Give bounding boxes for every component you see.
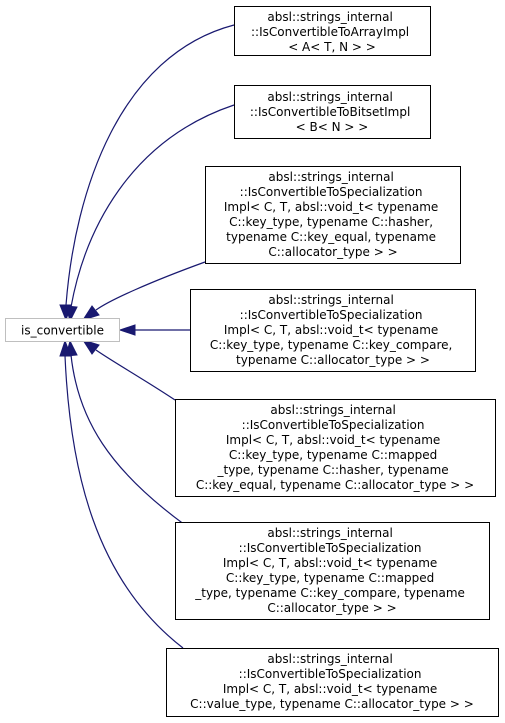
node-label-line: ::IsConvertibleToSpecialization xyxy=(239,667,422,681)
node-box xyxy=(5,318,120,342)
node-label-line: C::key_type, typename C::mapped xyxy=(229,448,437,462)
node-label-line: _type, typename C::hasher, typename xyxy=(217,463,449,477)
node-label-line: Impl< C, T, absl::void_t< typename xyxy=(223,682,437,696)
edge-bitset-impl xyxy=(70,104,235,308)
node-label-line: C::allocator_type > > xyxy=(268,245,397,259)
arrowhead-spec-hasher xyxy=(81,305,100,321)
arrowhead-spec-compare xyxy=(118,324,136,336)
arrowhead-spec-value xyxy=(59,339,72,357)
node-label: is_convertible xyxy=(21,324,104,338)
node-spec-mapped-hasher[interactable]: absl::strings_internal ::IsConvertibleTo… xyxy=(175,399,496,497)
inheritance-edges xyxy=(59,24,235,649)
edge-array-impl xyxy=(65,24,235,306)
edge-spec-mapped-compare xyxy=(70,354,186,526)
node-label-line: ::IsConvertibleToSpecialization xyxy=(240,185,423,199)
node-label: absl::strings_internal ::IsConvertibleTo… xyxy=(196,403,474,492)
node-label-line: _type, typename C::key_compare, typename xyxy=(194,586,465,600)
node-box xyxy=(205,166,461,264)
node-is-convertible-to-bitset-impl[interactable]: absl::strings_internal ::IsConvertibleTo… xyxy=(234,85,431,139)
node-label-line: typename C::key_equal, typename xyxy=(226,230,436,244)
node-box xyxy=(234,85,431,139)
node-label: absl::strings_internal ::IsConvertibleTo… xyxy=(250,90,414,134)
node-label-line: C::allocator_type > > xyxy=(267,601,396,615)
node-label: absl::strings_internal ::IsConvertibleTo… xyxy=(224,170,442,259)
node-label: absl::strings_internal ::IsConvertibleTo… xyxy=(210,293,456,367)
node-label: absl::strings_internal ::IsConvertibleTo… xyxy=(190,652,474,711)
node-label-line: C::key_equal, typename C::allocator_type… xyxy=(196,478,474,492)
node-label-line: ::IsConvertibleToSpecialization xyxy=(239,541,422,555)
node-label-line: absl::strings_internal xyxy=(267,10,392,24)
node-box xyxy=(175,522,490,620)
node-label-line: < A< T, N > > xyxy=(288,40,376,54)
node-label-line: ::IsConvertibleToSpecialization xyxy=(240,308,423,322)
node-label-line: absl::strings_internal xyxy=(267,526,392,540)
node-label-line: Impl< C, T, absl::void_t< typename xyxy=(224,323,438,337)
node-label: absl::strings_internal ::IsConvertibleTo… xyxy=(194,526,469,615)
node-spec-value-type[interactable]: absl::strings_internal ::IsConvertibleTo… xyxy=(166,648,499,717)
node-label-line: absl::strings_internal xyxy=(270,403,395,417)
node-label-line: absl::strings_internal xyxy=(268,293,393,307)
node-label: absl::strings_internal ::IsConvertibleTo… xyxy=(251,10,413,54)
node-label-line: absl::strings_internal xyxy=(267,90,392,104)
node-label-line: < B< N > > xyxy=(296,120,369,134)
edge-spec-hasher xyxy=(95,261,206,311)
node-label-line: C::value_type, typename C::allocator_typ… xyxy=(190,697,474,711)
node-label-line: ::IsConvertibleToSpecialization xyxy=(242,418,425,432)
node-label-line: Impl< C, T, absl::void_t< typename xyxy=(223,556,437,570)
node-label-line: typename C::allocator_type > > xyxy=(236,353,430,367)
node-box xyxy=(190,289,476,372)
node-label-line: ::IsConvertibleToBitsetImpl xyxy=(250,105,410,119)
node-label-line: C::key_type, typename C::key_compare, xyxy=(210,338,453,352)
node-box xyxy=(166,648,499,717)
node-box xyxy=(234,6,431,56)
node-label-line: C::key_type, typename C::mapped xyxy=(226,571,434,585)
node-spec-key-compare[interactable]: absl::strings_internal ::IsConvertibleTo… xyxy=(190,289,476,372)
node-label-line: absl::strings_internal xyxy=(267,652,392,666)
edge-spec-value xyxy=(64,355,184,649)
node-label-line: absl::strings_internal xyxy=(268,170,393,184)
node-is-convertible-to-array-impl[interactable]: absl::strings_internal ::IsConvertibleTo… xyxy=(234,6,431,56)
arrowhead-spec-mapped-hasher xyxy=(81,339,100,355)
node-label-line: ::IsConvertibleToArrayImpl xyxy=(251,25,409,39)
node-label-line: C::key_type, typename C::hasher, xyxy=(229,215,433,229)
node-is-convertible[interactable]: is_convertible xyxy=(5,318,120,342)
node-label-line: Impl< C, T, absl::void_t< typename xyxy=(224,200,438,214)
edge-spec-mapped-hasher xyxy=(95,349,176,401)
arrowhead-bitset-impl xyxy=(65,305,78,323)
node-label-line: Impl< C, T, absl::void_t< typename xyxy=(226,433,440,447)
node-spec-mapped-compare[interactable]: absl::strings_internal ::IsConvertibleTo… xyxy=(175,522,490,620)
node-box xyxy=(175,399,496,497)
node-spec-key-hasher[interactable]: absl::strings_internal ::IsConvertibleTo… xyxy=(205,166,461,264)
